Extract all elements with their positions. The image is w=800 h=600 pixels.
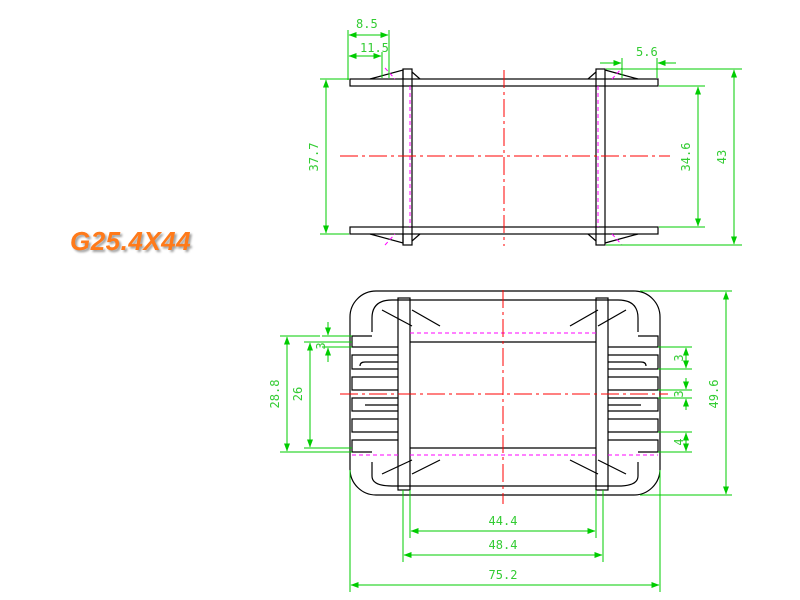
top-centerlines: [340, 70, 670, 246]
right-wall: [595, 68, 606, 246]
dim-28-8: 28.8: [268, 380, 282, 409]
dim-49-6: 49.6: [707, 380, 721, 409]
front-view: [349, 290, 661, 496]
dim-43: 43: [715, 150, 729, 164]
front-dimensions: [280, 290, 732, 592]
part-title: G25.4X44: [70, 226, 192, 256]
dim-8-5: 8.5: [356, 17, 378, 31]
dim-3-right-mid: 3: [672, 390, 686, 397]
dim-37-7: 37.7: [307, 143, 321, 172]
dim-26: 26: [291, 387, 305, 401]
dim-3-right-top: 3: [672, 354, 686, 361]
dim-48-4: 48.4: [489, 538, 518, 552]
gusset-bl: [369, 233, 404, 244]
dim-3-left: 3: [314, 342, 328, 349]
top-dimensions: [320, 30, 742, 246]
dim-75-2: 75.2: [489, 568, 518, 582]
front-centerlines: [340, 290, 668, 504]
dim-11-5: 11.5: [360, 41, 389, 55]
flange-outline: [349, 290, 661, 496]
gusset-tl: [369, 69, 404, 80]
dim-34-6: 34.6: [679, 143, 693, 172]
left-wall: [402, 68, 413, 246]
gusset-br: [604, 233, 639, 244]
dim-44-4: 44.4: [489, 514, 518, 528]
dim-5-6: 5.6: [636, 45, 658, 59]
dim-4: 4: [672, 438, 686, 445]
